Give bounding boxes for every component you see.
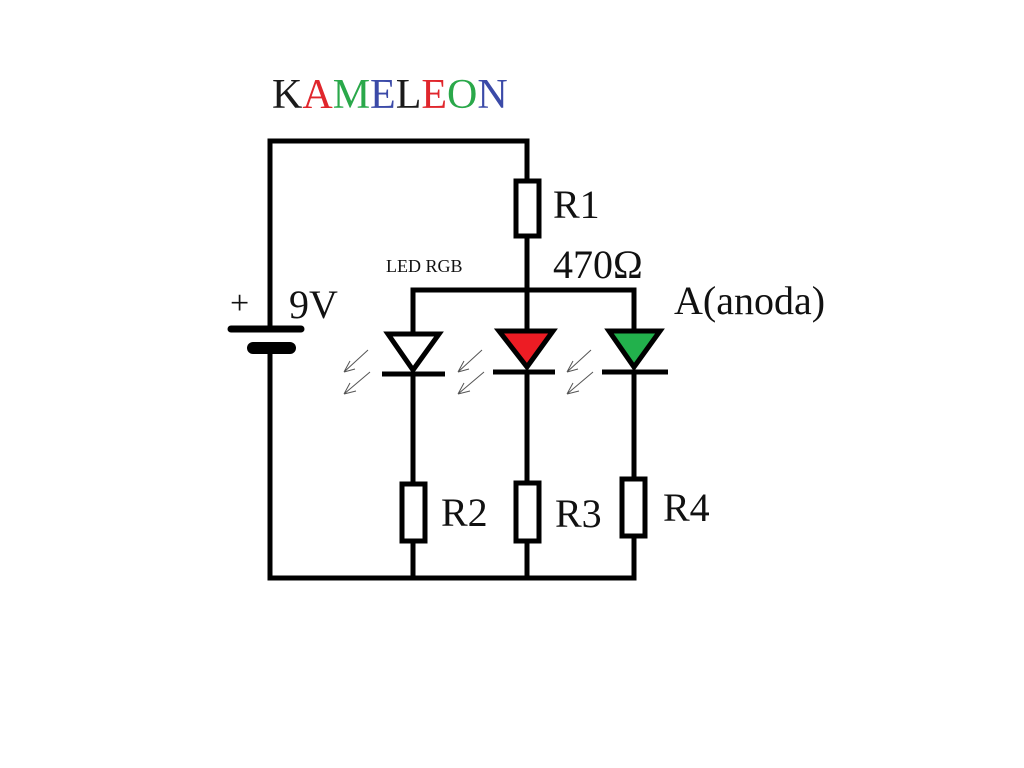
battery-voltage-label: 9V [289,282,338,327]
resistor-r1: R1 470Ω [513,178,643,287]
title-letter-7: N [477,72,507,118]
title-letter-3: E [370,72,396,118]
resistor-r3: R3 [513,480,602,544]
wire-anode-bus [410,287,637,336]
diode-red [493,328,558,372]
resistor-r1-body [513,178,542,239]
resistor-r4-label: R4 [663,485,710,530]
diode-white [383,331,444,375]
resistor-r1-label: R1 [553,182,600,227]
resistor-r4-body [619,476,648,539]
light-arrows [343,349,594,395]
resistor-r2-label: R2 [441,490,488,535]
title-kameleon: KAMELEON [272,72,508,118]
anode-label: A(anoda) [674,278,825,323]
resistor-r4: R4 [619,476,710,539]
resistor-r3-body [513,480,542,544]
resistor-r1-value: 470Ω [553,242,643,287]
wire-top [267,138,530,332]
wires [267,138,637,581]
light-arrows-white-icon [343,349,371,395]
battery-plus-sign: + [230,285,249,322]
title-letter-0: K [272,72,302,118]
title-letter-2: M [333,72,370,118]
resistor-r2: R2 [399,481,488,544]
title-letter-6: O [447,72,477,118]
battery: + 9V [227,282,338,354]
title-letter-5: E [421,72,447,118]
resistor-r2-body [399,481,428,544]
title-letter-1: A [302,72,333,118]
light-arrows-red-icon [457,349,485,395]
resistor-r3-label: R3 [555,491,602,536]
light-arrows-green-icon [566,349,594,395]
led-diodes [382,328,668,377]
title-letter-4: L [396,72,422,118]
diode-green [604,328,665,372]
led-rgb-label: LED RGB [386,256,463,276]
